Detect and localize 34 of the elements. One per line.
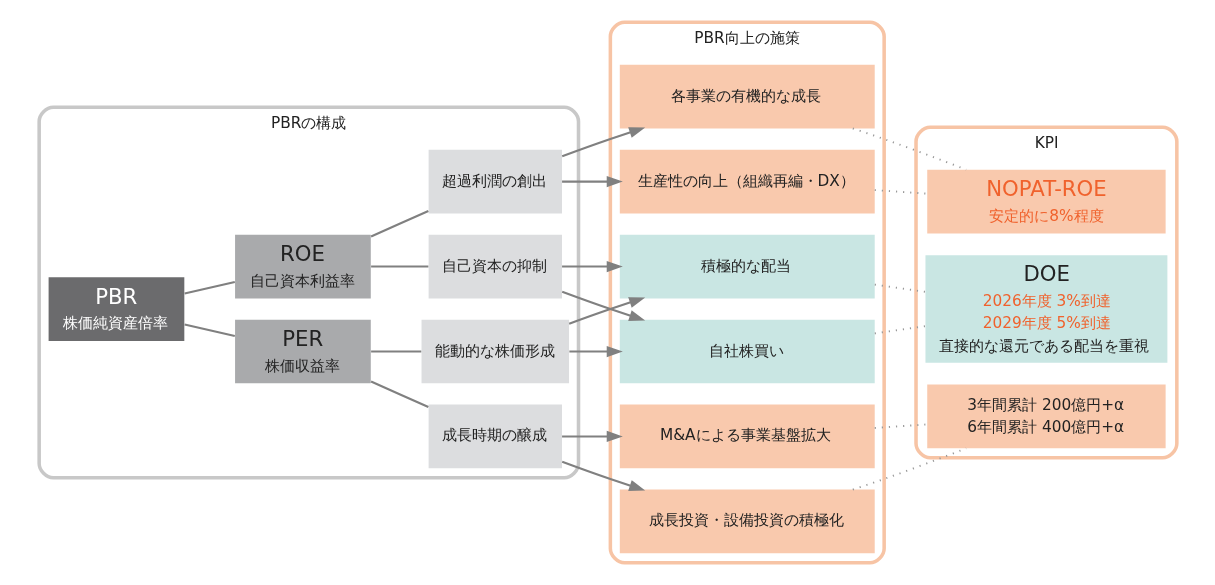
connector (873, 423, 928, 429)
node-box: 積極的な配当 (619, 234, 875, 299)
connector (183, 323, 235, 338)
node-box: 生産性の向上（組織再編・DX） (619, 149, 875, 214)
node-box: 成長投資・設備投資の積極化 (619, 489, 875, 554)
arrow (568, 297, 645, 325)
connector (370, 350, 421, 353)
arrow (561, 127, 645, 158)
node-box: 成長時期の醸成 (428, 404, 562, 469)
node-box: 3年間累計 200億円+α 6年間累計 400億円+α (926, 384, 1166, 449)
connector (873, 283, 926, 293)
node-box: 自社株買い (619, 319, 875, 384)
node-box: ROE 自己資本利益率 (234, 234, 371, 299)
connector (370, 210, 429, 238)
node-box: PER 株価収益率 (234, 319, 371, 384)
node-box: DOE 2026年度 3%到達 2029年度 5%到達 直接的な還元である配当を重視 (924, 255, 1167, 363)
arrow (561, 260, 623, 273)
node-box: M&Aによる事業基盤拡大 (619, 404, 875, 469)
arrow (568, 345, 623, 358)
node-box: NOPAT-ROE 安定的に8%程度 (926, 169, 1166, 234)
node-box: 超過利潤の創出 (428, 149, 562, 214)
arrow (561, 290, 645, 321)
node-box: PBR 株価純資産倍率 (48, 277, 184, 341)
node-box: 能動的な株価形成 (421, 319, 569, 384)
node-box: 各事業の有機的な成長 (619, 64, 875, 129)
connector (183, 280, 235, 295)
arrow (561, 175, 623, 188)
arrow (561, 460, 645, 491)
node-box: 自己資本の抑制 (428, 234, 562, 299)
arrow (561, 430, 623, 443)
connector (873, 325, 926, 335)
connector (873, 189, 928, 195)
connector (370, 380, 429, 409)
connector (370, 265, 428, 268)
